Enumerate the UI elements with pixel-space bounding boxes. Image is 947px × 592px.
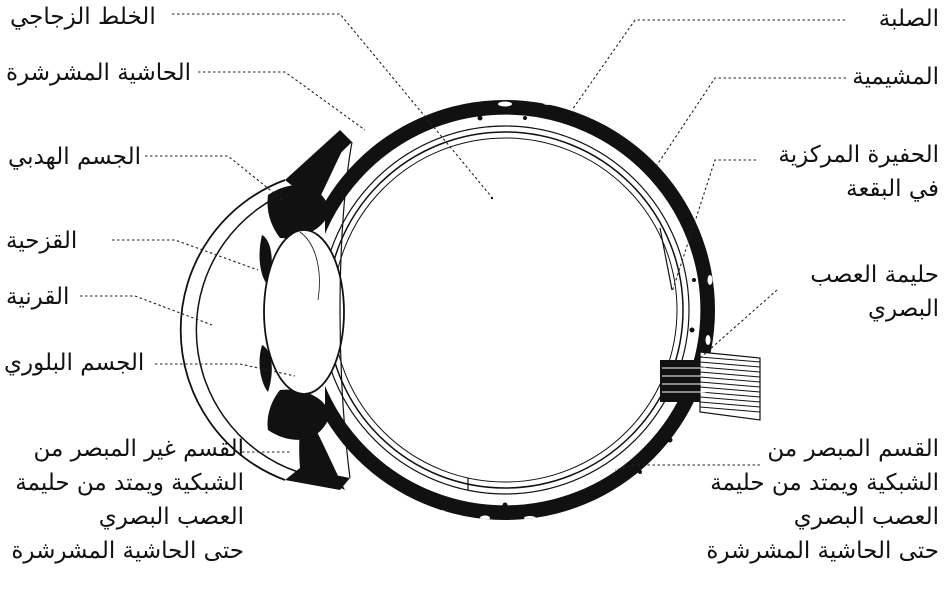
label-cornea: القرنية [6, 284, 70, 310]
ora-serrata-line [339, 141, 353, 479]
sclera-ring [295, 100, 715, 520]
label-fovea: الحفيرة المركزية في البقعة [778, 142, 939, 202]
lens [263, 229, 345, 395]
label-ciliary-body: الجسم الهدبي [8, 144, 142, 170]
label-lens: الجسم البلوري [4, 350, 145, 376]
label-iris: القزحية [6, 228, 78, 254]
label-vitreous-humor: الخلط الزجاجي [10, 4, 156, 30]
label-ora-serrata: الحاشية المشرشرة [6, 60, 192, 86]
optic-nerve [660, 351, 761, 421]
label-optic-disc: حليمة العصب البصري [810, 262, 939, 322]
label-choroid: المشيمية [852, 64, 939, 90]
label-non-sensory-retina: القسم غير المبصر من الشبكية ويمتد من حلي… [11, 436, 244, 564]
label-sclera: الصلبة [878, 6, 939, 32]
label-sensory-retina: القسم المبصر من الشبكية ويمتد من حليمة ا… [706, 436, 939, 564]
ciliary-body [267, 145, 345, 490]
leader-lines [80, 13, 846, 471]
